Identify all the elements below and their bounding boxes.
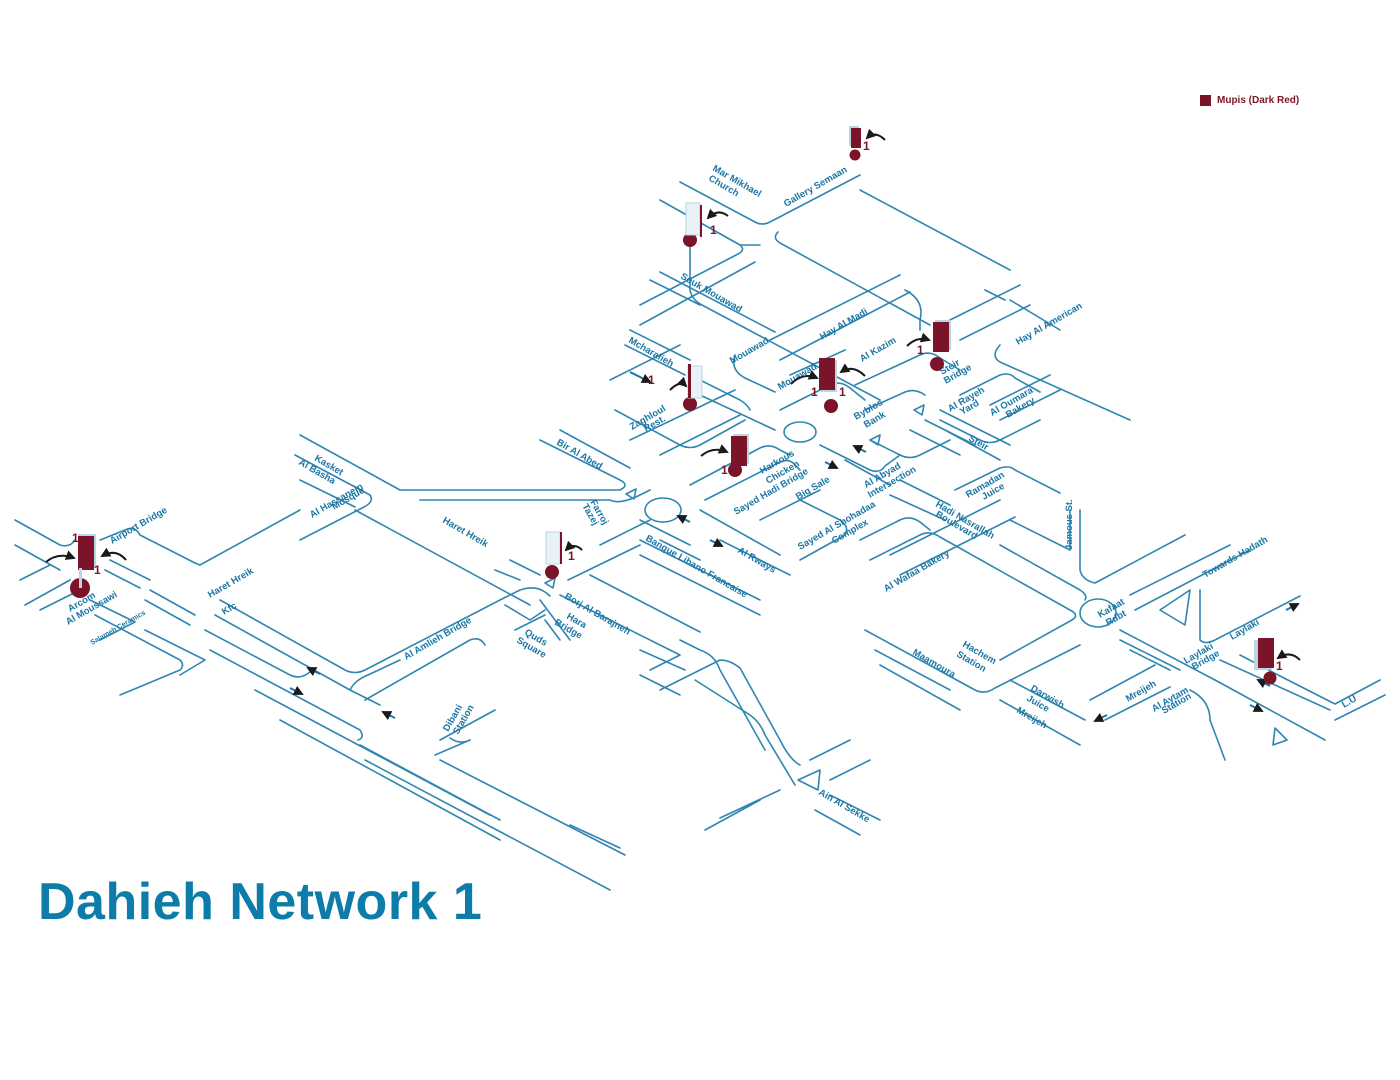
- label-steir: Steir: [967, 433, 991, 453]
- label-bir-al-abed: Bir Al Abed: [555, 437, 605, 472]
- label-kfc: Kfc: [220, 600, 239, 617]
- label-al-kazim: Al Kazim: [858, 335, 898, 365]
- mupi-marker[interactable]: 1: [906, 320, 951, 371]
- mupi-marker[interactable]: 1: [648, 364, 703, 411]
- label-mreijeh-2: Mreijeh: [1124, 678, 1158, 704]
- label-jamous: Jamous St.: [1064, 499, 1075, 550]
- mupi-count: 1: [839, 385, 846, 399]
- mupi-count: 1: [94, 563, 101, 577]
- label-salameh: Salameh Ceramics: [90, 609, 148, 646]
- label-haret-hreik: Haret Hreik: [441, 515, 491, 550]
- mupi-count: 1: [72, 531, 79, 545]
- mupi-marker[interactable]: 1: [545, 531, 583, 579]
- mupi-marker[interactable]: 1: [683, 202, 729, 247]
- label-al-wafaa: Al Wafaa Bakery: [882, 548, 952, 595]
- mupi-count: 1: [568, 549, 575, 563]
- label-gallery-semaan: Gallery Semaan: [782, 164, 849, 209]
- mupi-count: 1: [710, 223, 717, 237]
- label-laylaki: Laylaki: [1228, 617, 1261, 643]
- mupi-marker[interactable]: 1 1: [45, 531, 127, 598]
- label-banque-libano: Banque Libano Francaise: [644, 533, 750, 600]
- label-souk-mouawad: Souk Mouawad: [679, 271, 745, 315]
- label-airport-bridge: Airport Bridge: [108, 505, 169, 547]
- mupi-marker[interactable]: 1: [1254, 638, 1301, 685]
- mupi-marker[interactable]: 1 1: [790, 358, 866, 413]
- label-mouawad: Mouawad: [728, 335, 771, 366]
- legend: Mupis (Dark Red): [1200, 95, 1299, 106]
- mupi-marker[interactable]: 1: [849, 126, 886, 161]
- roads: [14, 174, 1386, 891]
- label-lu: L.U: [1340, 693, 1359, 710]
- mupi-count: 1: [721, 463, 728, 477]
- label-maamoura: Maamoura: [911, 647, 958, 681]
- mupi-count: 1: [863, 139, 870, 153]
- mupi-count: 1: [917, 343, 924, 357]
- mupi-marker[interactable]: 1: [700, 434, 749, 477]
- mupi-markers: 1 1 1 1 1: [45, 126, 1301, 685]
- legend-swatch-mupis: [1200, 95, 1211, 106]
- mupi-count: 1: [648, 373, 655, 387]
- label-haret-hreik-2: Haret Hreik: [206, 565, 256, 600]
- label-towards-hadath: Towards Hadath: [1201, 534, 1270, 580]
- mupi-count: 1: [1276, 659, 1283, 673]
- legend-label-mupis: Mupis (Dark Red): [1217, 95, 1300, 106]
- map-title: Dahieh Network 1: [38, 873, 483, 931]
- street-labels: Mar Mikhael Church Gallery Semaan Souk M…: [64, 163, 1359, 825]
- mupi-count: 1: [811, 385, 818, 399]
- label-al-amlieh: Al Amlieh Bridge: [402, 615, 473, 663]
- label-ain-al-sekke: Ain Al Sekke: [817, 787, 872, 825]
- direction-arrows: [289, 371, 1300, 722]
